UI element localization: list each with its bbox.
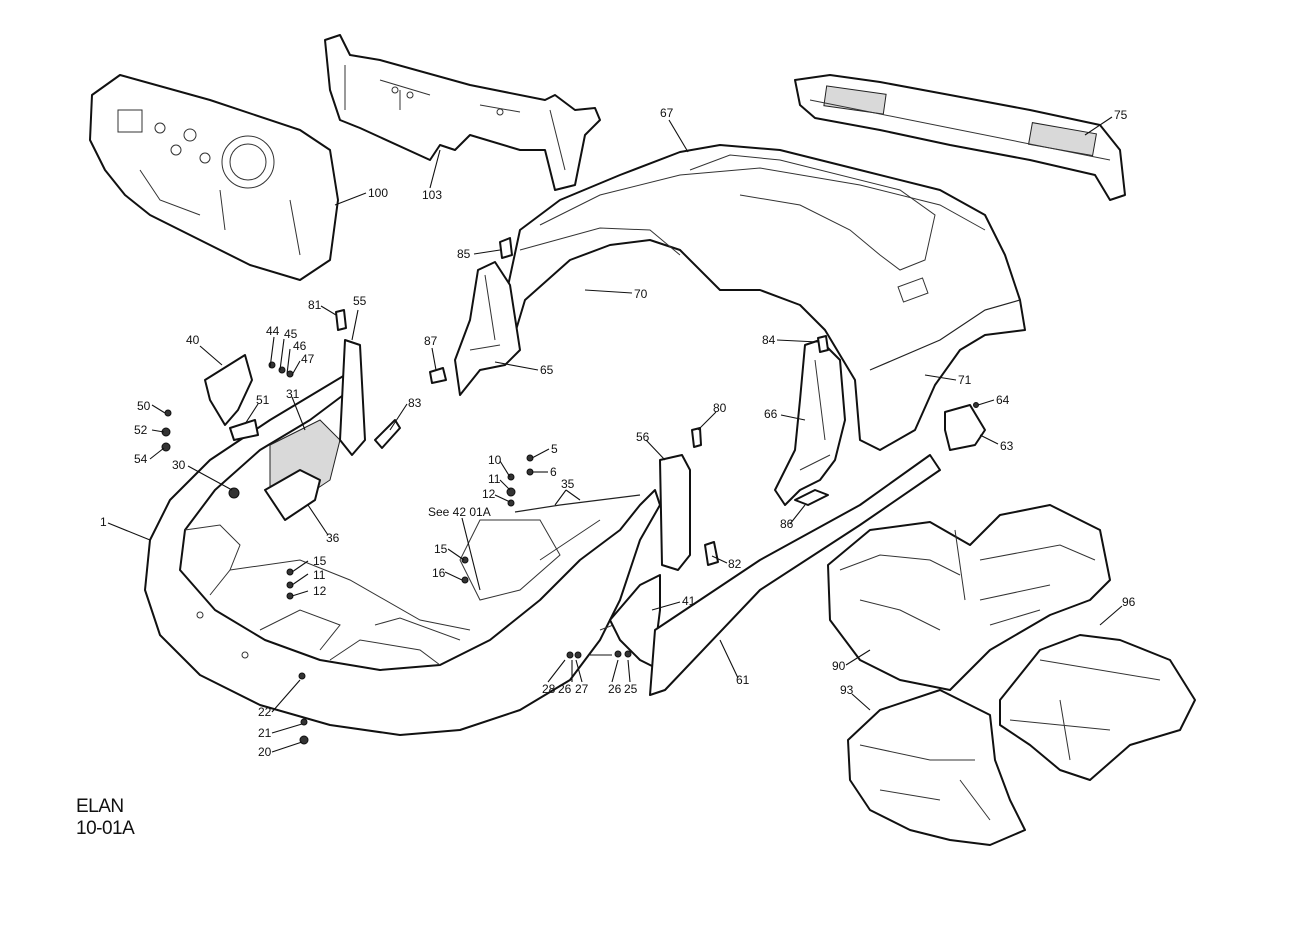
callout-21: 21 xyxy=(258,726,272,740)
callout-93: 93 xyxy=(840,683,854,697)
callout-86: 86 xyxy=(780,517,794,531)
part-83 xyxy=(374,419,401,449)
callout-40: 40 xyxy=(186,333,200,347)
callout-47: 47 xyxy=(301,352,315,366)
callout-61: 61 xyxy=(736,673,750,687)
callout-35: 35 xyxy=(561,477,575,491)
part-80 xyxy=(691,427,702,448)
callout-45: 45 xyxy=(284,327,298,341)
callout-56: 56 xyxy=(636,430,650,444)
part-51 xyxy=(229,419,259,441)
callout-28: 28 xyxy=(542,682,556,696)
part-64 xyxy=(973,402,979,408)
callout-52: 52 xyxy=(134,423,148,437)
part-40-bracket xyxy=(204,354,253,426)
part-100-bulkhead xyxy=(89,74,339,281)
callout-103: 103 xyxy=(422,188,442,202)
caption-code: 10-01A xyxy=(76,818,135,839)
part-82 xyxy=(704,541,719,566)
part-103-crossmember xyxy=(324,34,601,191)
callout-31: 31 xyxy=(286,387,300,401)
callout-30: 30 xyxy=(172,458,186,472)
callout-1: 1 xyxy=(100,515,107,529)
callout-75: 75 xyxy=(1114,108,1128,122)
callout-80: 80 xyxy=(713,401,727,415)
part-75-rear-panel xyxy=(794,74,1126,201)
leader-lines xyxy=(107,116,1123,753)
part-56-pillar xyxy=(659,454,691,571)
callout-20: 20 xyxy=(258,745,272,759)
part-61-sill xyxy=(649,454,941,696)
callout-90: 90 xyxy=(832,659,846,673)
part-86 xyxy=(794,489,829,506)
part-55-pillar xyxy=(339,339,366,456)
part-84 xyxy=(817,335,829,353)
callout-66: 66 xyxy=(764,407,778,421)
part-65-inner-panel xyxy=(454,261,521,396)
callout-83: 83 xyxy=(408,396,422,410)
part-35-strip xyxy=(514,494,641,513)
part-36-bracket xyxy=(264,469,321,521)
callout-63: 63 xyxy=(1000,439,1014,453)
callout-22: 22 xyxy=(258,705,272,719)
callout-100: 100 xyxy=(368,186,388,200)
callout-46: 46 xyxy=(293,339,307,353)
part-66-inner-post xyxy=(774,339,846,506)
callout-6: 6 xyxy=(550,465,557,479)
part-1-front-body xyxy=(144,374,661,736)
part-96-floor-assembly xyxy=(999,634,1196,781)
part-81 xyxy=(335,309,347,331)
callout-70: 70 xyxy=(634,287,648,301)
callout-41: 41 xyxy=(682,594,696,608)
part-63-bracket xyxy=(944,404,986,451)
part-85 xyxy=(499,237,513,259)
callout-36: 36 xyxy=(326,531,340,545)
callout-71: 71 xyxy=(958,373,972,387)
callout-82: 82 xyxy=(728,557,742,571)
callout-96: 96 xyxy=(1122,595,1136,609)
callout-see-42-01a: See 42 01A xyxy=(428,505,491,519)
callout-44: 44 xyxy=(266,324,280,338)
callout-55: 55 xyxy=(353,294,367,308)
callout-25: 25 xyxy=(624,682,638,696)
callout-26b: 26 xyxy=(608,682,622,696)
part-67-rear-body xyxy=(504,144,1026,451)
callout-27: 27 xyxy=(575,682,589,696)
callout-81: 81 xyxy=(308,298,322,312)
callout-16: 16 xyxy=(432,566,446,580)
caption-model: ELAN xyxy=(76,796,124,817)
callout-67: 67 xyxy=(660,106,674,120)
callout-15b: 15 xyxy=(313,554,327,568)
callout-84: 84 xyxy=(762,333,776,347)
diagram-caption: ELAN 10-01A xyxy=(76,796,135,840)
callout-50: 50 xyxy=(137,399,151,413)
callout-11a: 11 xyxy=(488,472,501,486)
callout-85: 85 xyxy=(457,247,471,261)
callout-labels: 100 103 67 75 85 70 81 55 87 65 84 71 40… xyxy=(100,106,1136,759)
callout-54: 54 xyxy=(134,452,148,466)
part-90-body-assembly xyxy=(827,504,1111,691)
callout-11b: 11 xyxy=(313,568,326,582)
callout-12a: 12 xyxy=(482,487,496,501)
callout-10: 10 xyxy=(488,453,502,467)
part-93-front-assembly xyxy=(847,689,1026,846)
callout-65: 65 xyxy=(540,363,554,377)
part-87 xyxy=(429,367,447,384)
callout-51: 51 xyxy=(256,393,270,407)
callout-12b: 12 xyxy=(313,584,327,598)
callout-15a: 15 xyxy=(434,542,448,556)
callout-87: 87 xyxy=(424,334,438,348)
callout-64: 64 xyxy=(996,393,1010,407)
callout-26a: 26 xyxy=(558,682,572,696)
callout-5: 5 xyxy=(551,442,558,456)
